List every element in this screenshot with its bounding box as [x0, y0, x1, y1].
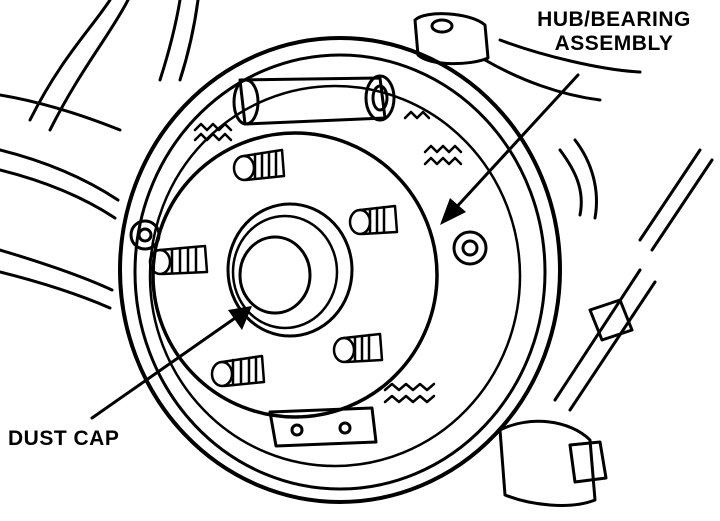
return-springs — [193, 110, 463, 404]
dust-cap-label: DUST CAP — [8, 427, 120, 450]
wheel-stud — [332, 332, 384, 364]
hub-bearing-label: HUB/BEARING ASSEMBLY — [514, 8, 714, 56]
backing-plate — [118, 36, 562, 504]
strut-mount — [413, 12, 642, 220]
hub-bearing-arrowhead — [440, 198, 466, 225]
hold-down-pins — [129, 219, 488, 266]
wheel-stud — [232, 148, 286, 182]
lower-arm — [498, 148, 714, 507]
dust-cap-arrowhead — [228, 306, 252, 330]
wheel-studs — [148, 148, 399, 388]
hub-bearing-label-line1: HUB/BEARING — [537, 8, 691, 31]
wheel-stud — [210, 354, 266, 388]
leader-lines — [90, 73, 580, 420]
hub-bearing-label-line2: ASSEMBLY — [554, 32, 674, 55]
brake-lines-left — [0, 0, 200, 310]
arrowheads — [228, 198, 466, 330]
wheel-stud — [148, 244, 209, 276]
dust-cap — [226, 202, 354, 338]
hub-flange — [151, 131, 439, 419]
hub-bearing-leader — [450, 73, 580, 214]
wheel-stud — [348, 204, 399, 236]
wheel-cylinder — [232, 74, 396, 126]
dust-cap-leader — [90, 314, 240, 420]
anchor-bracket — [268, 406, 378, 448]
